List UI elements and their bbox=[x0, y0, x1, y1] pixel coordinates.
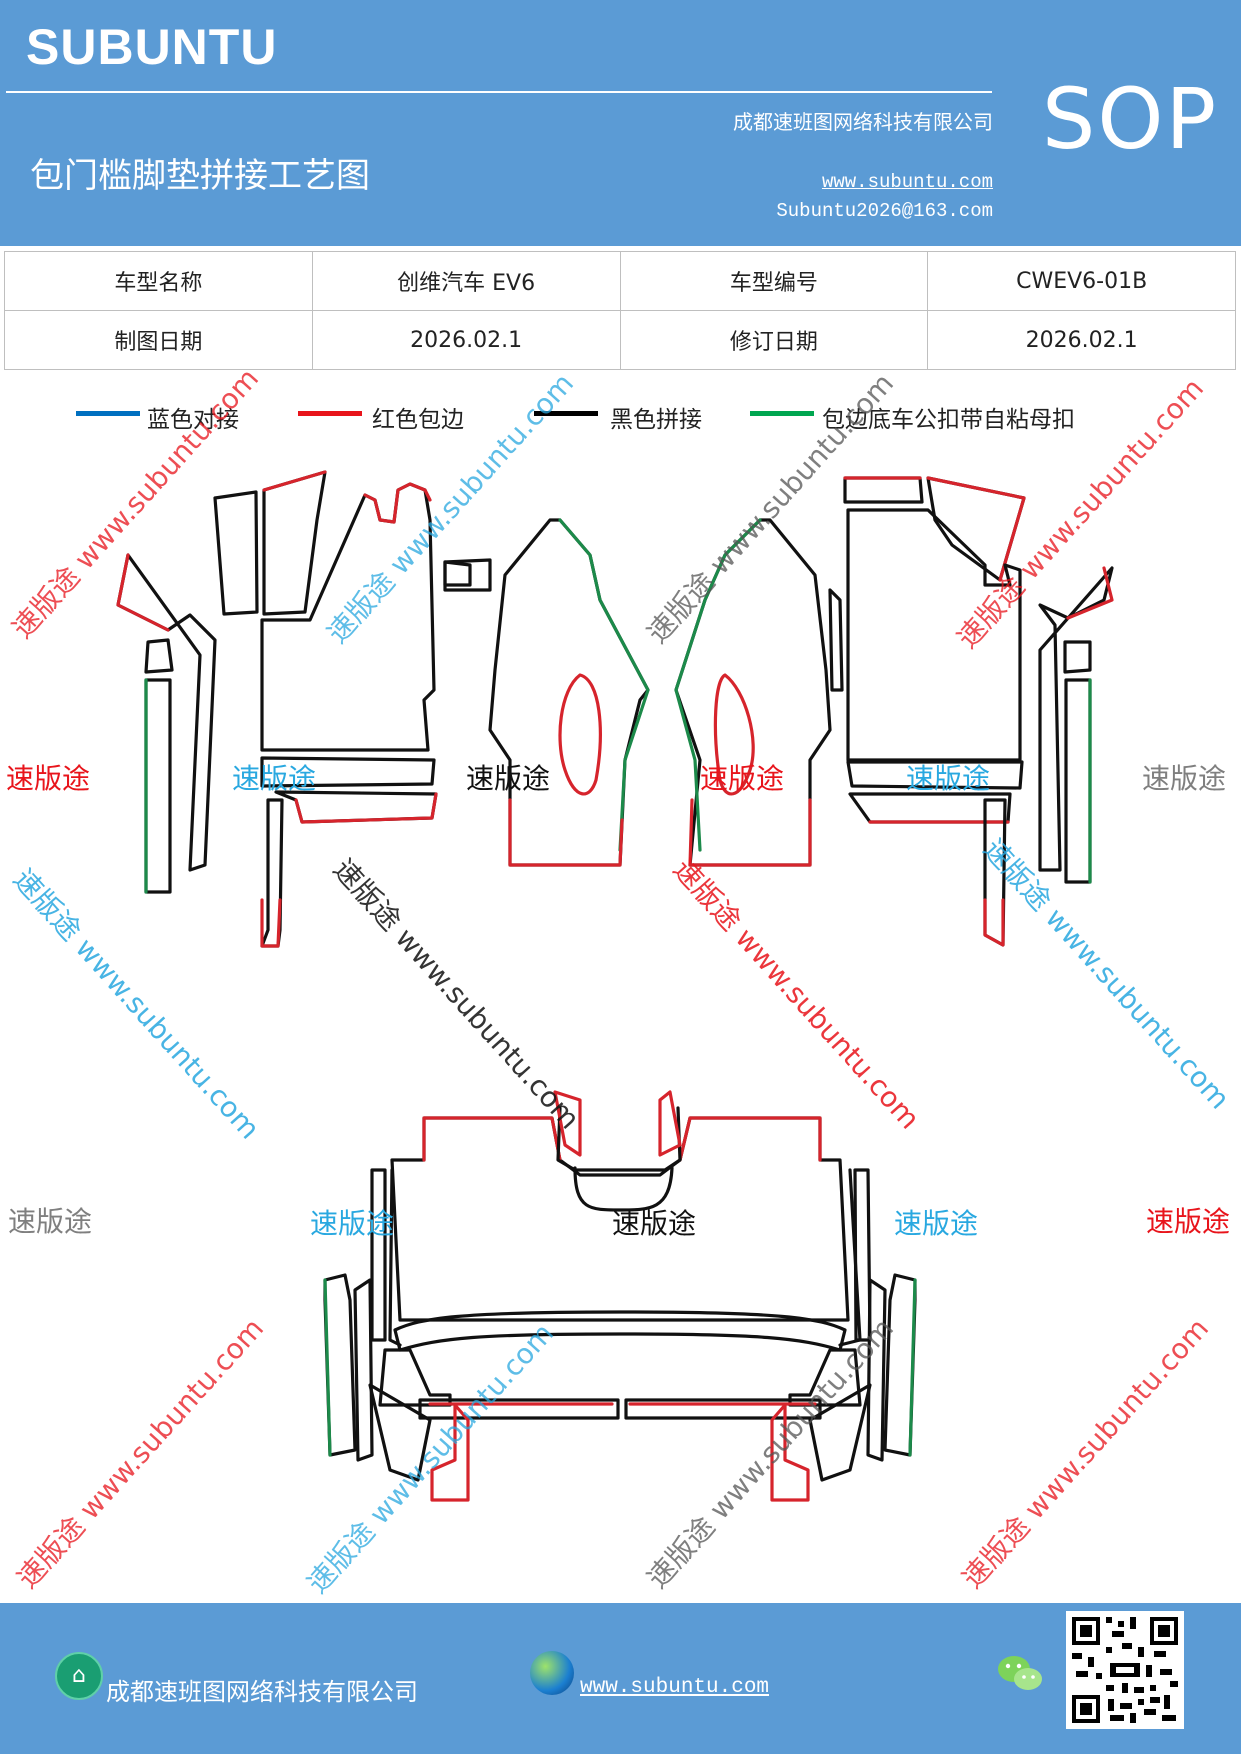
header-divider bbox=[6, 91, 992, 93]
watermark-brand: 速版途 bbox=[612, 1207, 697, 1240]
table-row: 制图日期 2026.02.1 修订日期 2026.02.1 bbox=[4, 310, 1236, 370]
brand-logo: SUBUNTU bbox=[26, 19, 278, 75]
watermark-brand: 速版途 bbox=[906, 762, 991, 795]
legend-label: 包边底车公扣带自粘母扣 bbox=[822, 407, 1075, 433]
watermark-brand: 速版途 bbox=[466, 762, 551, 795]
drawing-date-value: 2026.02.1 bbox=[311, 310, 621, 370]
watermark-diagonal: 速版途 www.subuntu.com bbox=[7, 863, 266, 1146]
watermark-brand: 速版途 bbox=[232, 762, 317, 795]
wechat-icon[interactable] bbox=[996, 1653, 1044, 1695]
watermark-brand: 速版途 bbox=[894, 1207, 979, 1240]
header-banner: SUBUNTU 成都速班图网络科技有限公司 包门槛脚垫拼接工艺图 www.sub… bbox=[0, 0, 1241, 246]
watermark-diagonal: 速版途 www.subuntu.com bbox=[641, 1312, 900, 1595]
model-name-label: 车型名称 bbox=[4, 251, 313, 311]
legend-swatch bbox=[76, 411, 140, 416]
legend-swatch bbox=[534, 411, 598, 416]
table-row: 车型名称 创维汽车 EV6 车型编号 CWEV6-01B bbox=[4, 251, 1236, 311]
watermark-brand: 速版途 bbox=[1142, 762, 1227, 795]
watermark-brand: 速版途 bbox=[8, 1205, 93, 1238]
watermark-brand: 速版途 bbox=[1146, 1205, 1231, 1238]
info-table: 车型名称 创维汽车 EV6 车型编号 CWEV6-01B 制图日期 2026.0… bbox=[4, 251, 1236, 370]
header-website-link[interactable]: www.subuntu.com bbox=[821, 171, 993, 193]
revision-date-label: 修订日期 bbox=[619, 310, 929, 370]
watermark-diagonal: 速版途 www.subuntu.com bbox=[301, 1317, 560, 1600]
front-center-right-mat bbox=[674, 518, 832, 867]
model-code-label: 车型编号 bbox=[619, 251, 929, 311]
footer-company: 成都速班图网络科技有限公司 bbox=[106, 1680, 418, 1706]
model-name-value: 创维汽车 EV6 bbox=[311, 251, 621, 311]
legend-swatch bbox=[298, 411, 362, 416]
rear-mat bbox=[323, 1090, 917, 1502]
front-left-mat bbox=[116, 470, 438, 948]
legend-label: 蓝色对接 bbox=[147, 407, 239, 433]
page-title: 包门槛脚垫拼接工艺图 bbox=[30, 156, 370, 196]
footer-website-link[interactable]: www.subuntu.com bbox=[580, 1676, 770, 1699]
header-email[interactable]: Subuntu2026@163.com bbox=[776, 200, 993, 222]
watermark-brand: 速版途 bbox=[310, 1207, 395, 1240]
model-code-value: CWEV6-01B bbox=[927, 251, 1236, 311]
watermark-diagonal: 速版途 www.subuntu.com bbox=[641, 367, 900, 650]
front-right-mat bbox=[828, 476, 1114, 947]
home-icon: ⌂ bbox=[55, 1652, 103, 1700]
legend-label: 黑色拼接 bbox=[610, 407, 702, 433]
sop-label: SOP bbox=[1042, 70, 1219, 168]
watermark-diagonal: 速版途 www.subuntu.com bbox=[6, 362, 265, 645]
watermark-diagonal: 速版途 www.subuntu.com bbox=[977, 833, 1236, 1116]
legend-swatch bbox=[750, 411, 814, 416]
watermark-diagonal: 速版途 www.subuntu.com bbox=[11, 1312, 270, 1595]
globe-icon bbox=[530, 1651, 574, 1695]
watermark-diagonal: 速版途 www.subuntu.com bbox=[956, 1312, 1215, 1595]
legend: 蓝色对接 红色包边 黑色拼接 包边底车公扣带自粘母扣 bbox=[0, 400, 1241, 440]
watermark-diagonal: 速版途 www.subuntu.com bbox=[667, 853, 926, 1136]
legend-label: 红色包边 bbox=[372, 407, 464, 433]
revision-date-value: 2026.02.1 bbox=[927, 310, 1236, 370]
watermark-brand: 速版途 bbox=[6, 762, 91, 795]
watermark-layer: 速版途 www.subuntu.com 速版途 www.subuntu.com … bbox=[6, 362, 1236, 1600]
header-company: 成都速班图网络科技有限公司 bbox=[733, 112, 993, 134]
watermark-diagonal: 速版途 www.subuntu.com bbox=[327, 853, 586, 1136]
watermark-brand: 速版途 bbox=[700, 762, 785, 795]
drawing-date-label: 制图日期 bbox=[4, 310, 313, 370]
qr-code[interactable] bbox=[1066, 1611, 1184, 1729]
front-center-left-mat bbox=[443, 518, 650, 867]
